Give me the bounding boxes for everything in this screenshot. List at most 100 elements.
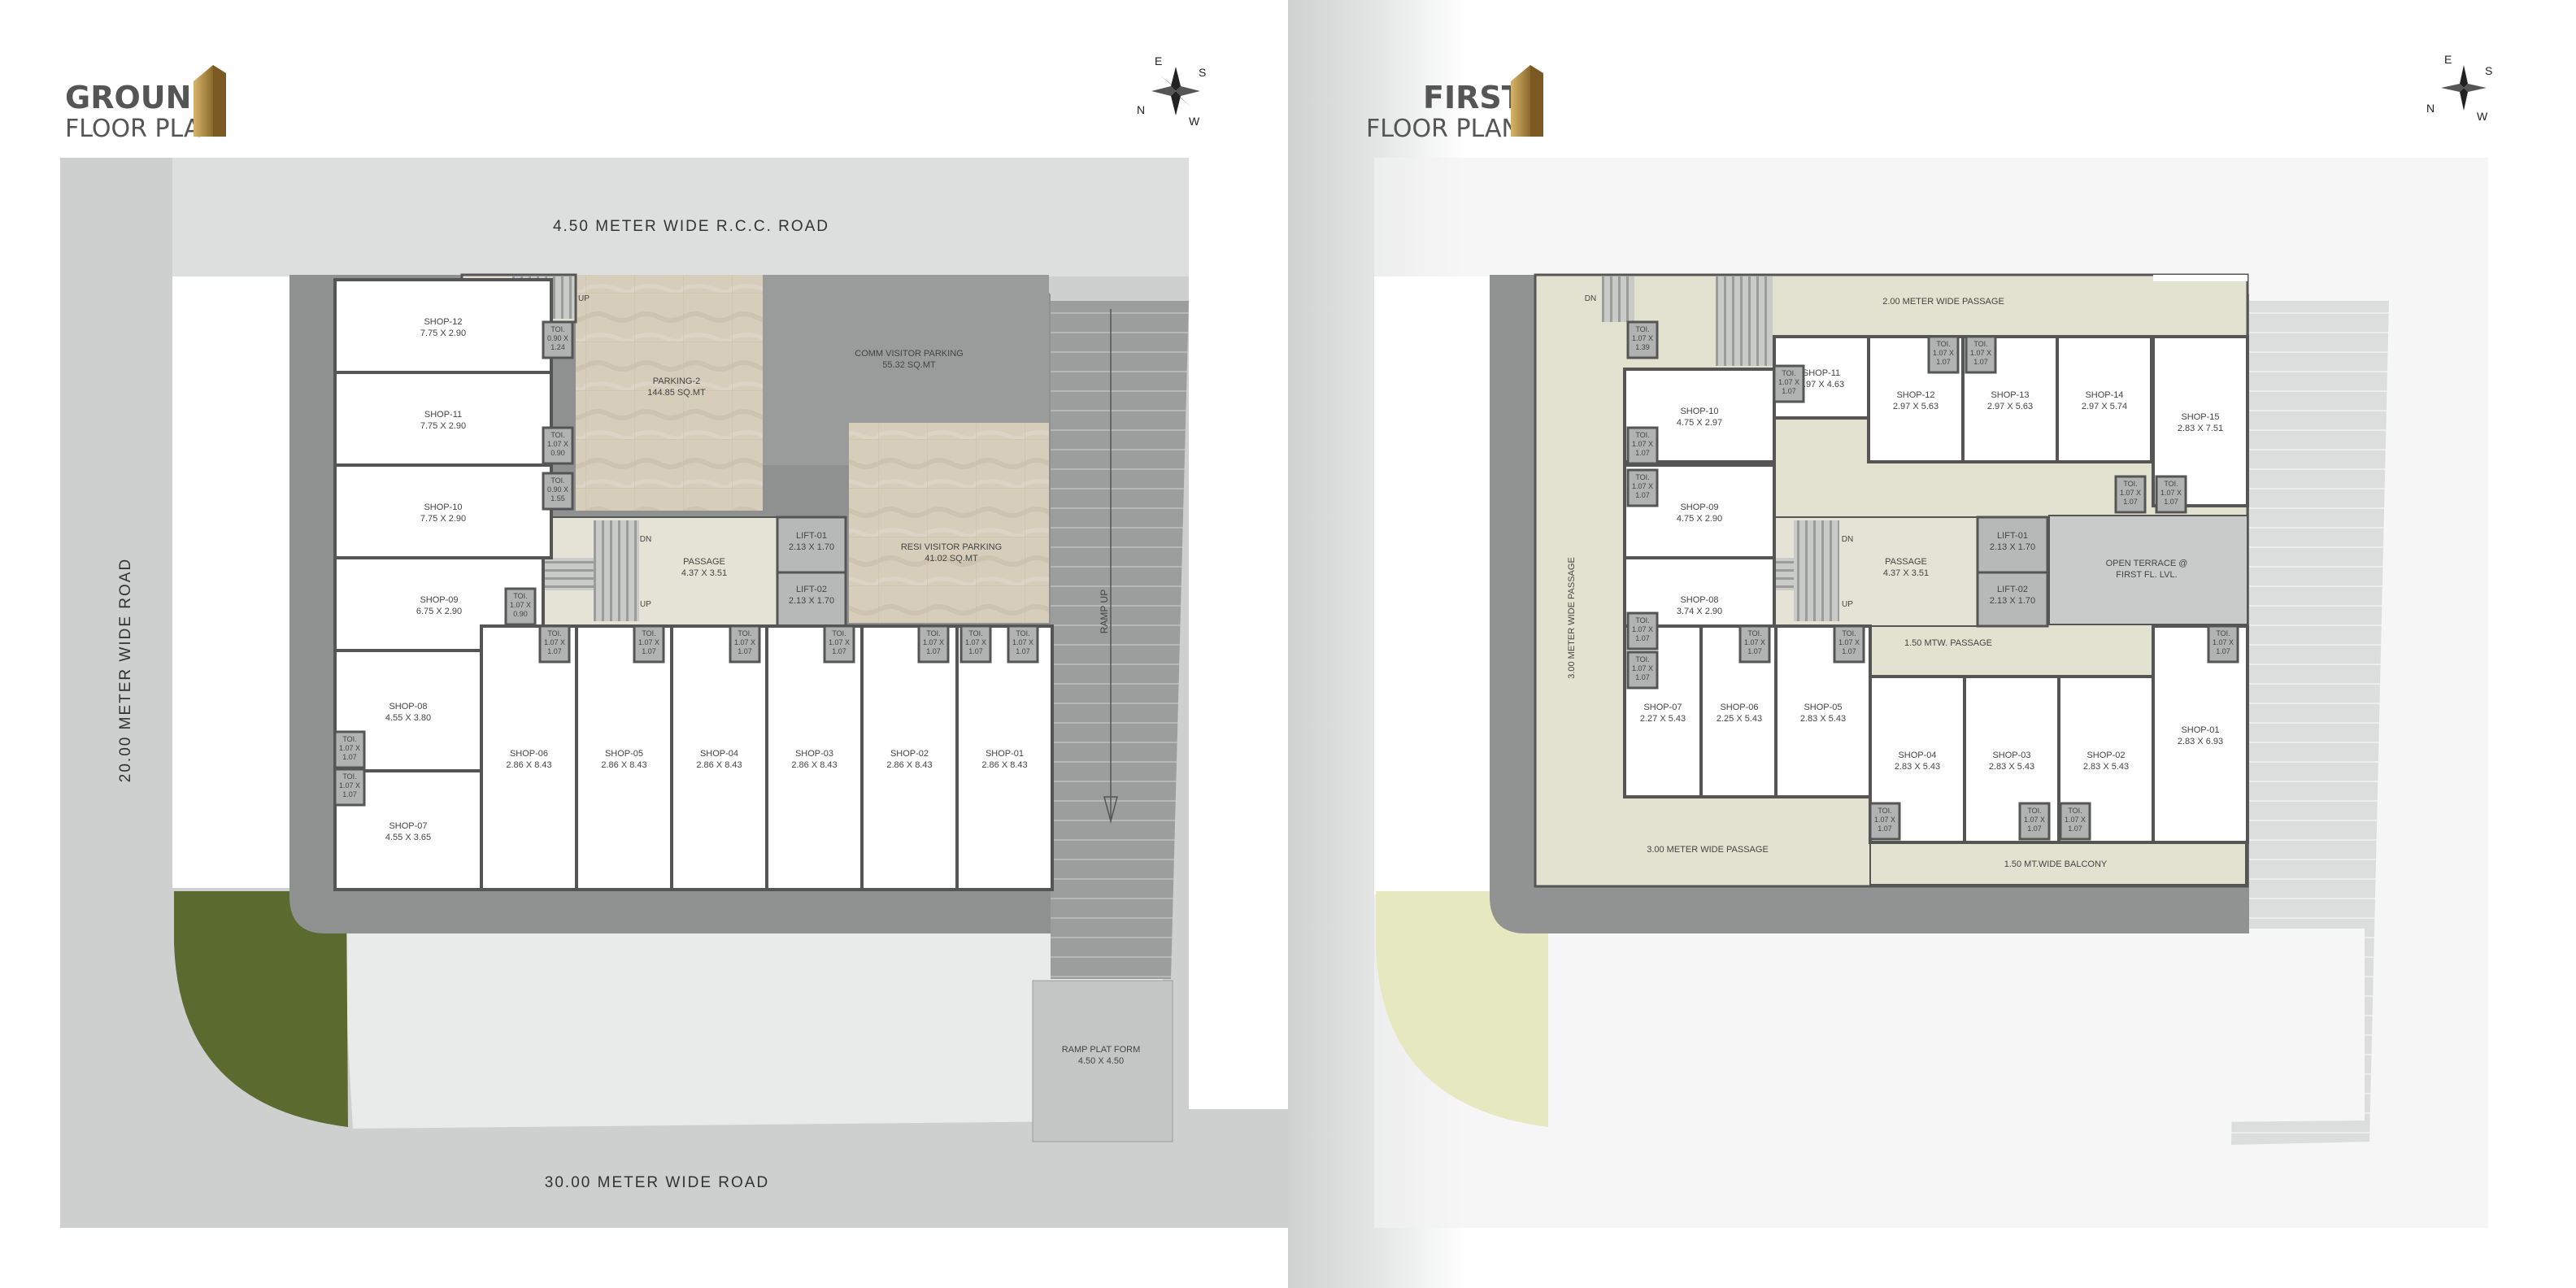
first-toilet-4-line: 1.07 X [1970, 349, 1991, 357]
first-toilet-10-line: 1.07 [1635, 673, 1650, 681]
ground-toilet-10-line: 1.07 [968, 647, 983, 655]
ground-toilet-6-line: TOI. [642, 629, 655, 637]
first-toilet-16-line: 1.07 X [2065, 816, 2086, 824]
brand-logo-mark [194, 65, 213, 137]
left-setback [172, 276, 291, 888]
top-road [172, 158, 1189, 276]
ground-toilet-2 [542, 426, 574, 465]
first-toilet-9-line: 1.07 [1635, 634, 1650, 642]
open-terrace-l1: OPEN TERRACE @ [2106, 559, 2188, 568]
ground-toilet-5-line: TOI. [547, 629, 561, 637]
ground-toilet-8 [823, 624, 855, 664]
first-shop-01-size: 2.83 X 6.93 [2178, 737, 2223, 746]
compass-w: W [1189, 115, 1200, 128]
ground-title-bold: GROUND [65, 80, 217, 115]
parking-2-size: 144.85 SQ.MT [647, 388, 706, 398]
ground-toilet-1-line: 1.24 [550, 343, 565, 351]
first-shop-13-size: 2.97 X 5.63 [1987, 402, 2033, 411]
first-passage-left: 3.00 METER WIDE PASSAGE [1567, 557, 1577, 679]
ground-shop-09-name: SHOP-09 [420, 595, 458, 605]
first-compass-icon: E S N W [2426, 53, 2492, 123]
first-shop-08-name: SHOP-08 [1680, 595, 1718, 605]
ground-toilet-1-line: TOI. [550, 325, 564, 333]
first-passage-name: PASSAGE [1885, 557, 1927, 567]
first-title-bold: FIRST [1423, 80, 1523, 115]
first-shop-06-name: SHOP-06 [1720, 703, 1758, 712]
first-toilet-14-line: TOI. [1878, 807, 1891, 815]
ground-shop-04-size: 2.86 X 8.43 [696, 760, 742, 770]
ramp [1051, 301, 1189, 979]
first-toilet-4-line: TOI. [1973, 340, 1987, 348]
first-logo-mark-side [1530, 65, 1543, 137]
ramp-platform-name: RAMP PLAT FORM [1062, 1045, 1141, 1055]
first-toilet-12-line: 1.07 [1842, 647, 1856, 655]
ground-shop-09-size: 6.75 X 2.90 [416, 607, 462, 616]
ground-shop-02-name: SHOP-02 [890, 749, 929, 759]
first-passage-top: 2.00 METER WIDE PASSAGE [1882, 297, 2004, 307]
ground-toilet-6-line: 1.07 [642, 647, 656, 655]
first-toilet-1-line: 1.07 X [1632, 334, 1653, 342]
first-toilet-8 [2155, 475, 2187, 514]
first-toilet-9 [1626, 611, 1659, 651]
first-toilet-1-line: 1.39 [1635, 343, 1650, 351]
first-toilet-10-line: 1.07 X [1632, 664, 1653, 672]
first-toilet-10 [1626, 651, 1659, 690]
first-toilet-11-line: 1.07 [1747, 647, 1762, 655]
first-toilet-2 [1773, 364, 1805, 403]
first-toilet-5-line: TOI. [1635, 431, 1649, 439]
ground-shop-01-name: SHOP-01 [986, 749, 1024, 759]
first-shop-12-name: SHOP-12 [1896, 390, 1934, 400]
ground-toilet-8-line: 1.07 X [829, 638, 850, 646]
ground-toilet-11-line: 1.07 X [339, 744, 360, 752]
ground-toilet-11 [333, 730, 366, 769]
ground-shop-06-size: 2.86 X 8.43 [506, 760, 551, 770]
ground-title: GROUND FLOOR PLAN [65, 65, 226, 143]
ground-shop-01-size: 2.86 X 8.43 [981, 760, 1027, 770]
first-toilet-13-line: TOI. [2216, 629, 2230, 637]
first-toilet-3 [1927, 335, 1960, 374]
first-title-light: FLOOR PLAN [1366, 115, 1520, 143]
first-toilet-11-line: TOI. [1747, 629, 1761, 637]
ground-shop-03-name: SHOP-03 [795, 749, 833, 759]
ground-toilet-3-line: TOI. [550, 476, 564, 485]
ground-shop-06-name: SHOP-06 [510, 749, 548, 759]
ramp-platform [1032, 980, 1173, 1142]
ground-toilet-2-line: 0.90 [550, 449, 565, 457]
first-lift-01 [1976, 516, 2049, 574]
ramp-up-label: RAMP UP [1099, 590, 1110, 633]
first-shop-11-name: SHOP-11 [1803, 368, 1840, 378]
ground-shop-10 [333, 463, 553, 559]
first-toilet-7-line: TOI. [2123, 480, 2137, 488]
top-stair-up-label: UP [578, 294, 590, 303]
first-toilet-11-line: 1.07 X [1744, 638, 1765, 646]
first-lift-02 [1976, 571, 2049, 628]
first-toilet-3-line: 1.07 X [1933, 349, 1954, 357]
ground-shop-01 [955, 624, 1054, 891]
first-shop-05-size: 2.83 X 5.43 [1800, 714, 1846, 724]
first-toilet-9-line: TOI. [1635, 616, 1649, 624]
core-up-label: UP [640, 600, 651, 609]
ground-shop-12-name: SHOP-12 [424, 317, 462, 327]
first-toilet-13-line: 1.07 [2216, 647, 2230, 655]
first-toilet-14 [1869, 802, 1901, 841]
ground-toilet-12-line: 1.07 [342, 790, 357, 798]
first-floor-plan: FIRST FLOOR PLAN E S N W 3.00 METER WIDE… [1288, 0, 2576, 1288]
first-shop-05-name: SHOP-05 [1804, 703, 1842, 712]
first-compass-e: E [2444, 53, 2452, 66]
ground-shop-11-size: 7.75 X 2.90 [420, 421, 466, 431]
bottom-road-label: 30.00 METER WIDE ROAD [545, 1174, 769, 1191]
ground-shop-04-name: SHOP-04 [700, 749, 738, 759]
resi-visitor-parking [849, 423, 1049, 623]
first-lift-01-name: LIFT-01 [1997, 531, 2028, 541]
ground-toilet-5-line: 1.07 X [544, 638, 565, 646]
first-toilet-13-line: 1.07 X [2213, 638, 2234, 646]
first-toilet-7-line: 1.07 X [2120, 489, 2141, 497]
first-toilet-4-line: 1.07 [1973, 358, 1988, 366]
ground-shop-10-name: SHOP-10 [424, 503, 462, 512]
resi-parking-name: RESI VISITOR PARKING [901, 542, 1002, 552]
compass-n: N [1137, 103, 1145, 116]
ground-shop-12 [333, 278, 553, 374]
